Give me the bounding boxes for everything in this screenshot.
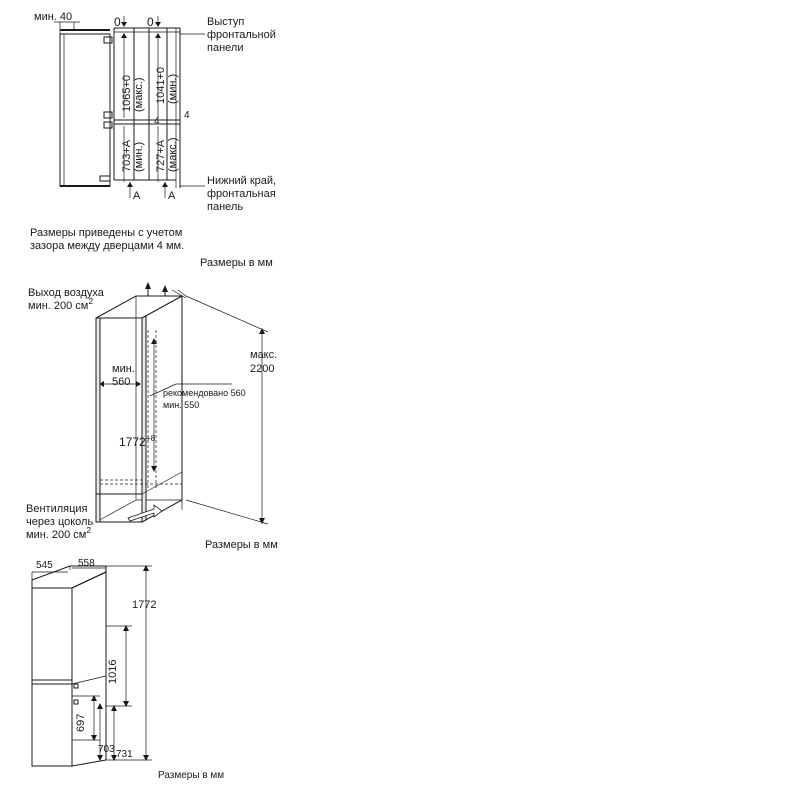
height-697-label: 697 <box>75 714 87 732</box>
max-2200-line2: 2200 <box>250 363 274 375</box>
min-560-line1: мин. <box>112 363 135 375</box>
note-line2: зазора между дверцами 4 мм. <box>30 240 184 252</box>
vent-line1: Вентиляция <box>26 503 88 515</box>
dim-1065-max-label: (макс.) <box>133 78 145 113</box>
dim-703-label: 703+A <box>121 139 133 172</box>
width-545-label: 545 <box>36 560 53 571</box>
dim-727-max-label: (макс.) <box>167 138 179 173</box>
height-1016-label: 1016 <box>107 660 119 684</box>
bottom-edge-line3: панель <box>207 201 243 213</box>
dim-703-min-label: (мин.) <box>133 142 145 172</box>
min-560-line2: 560 <box>112 376 130 388</box>
gap-4-outer-label: 4 <box>184 110 190 121</box>
projection-line1: Выступ <box>207 16 244 28</box>
min-40-label: мин. 40 <box>34 11 72 23</box>
a-left-label: A <box>133 190 141 202</box>
height-703-label: 703 <box>98 744 115 755</box>
projection-line2: фронтальной <box>207 29 276 41</box>
dim-1041-label: 1041+0 <box>155 67 167 104</box>
units-label-top: Размеры в мм <box>200 257 273 269</box>
bottom-edge-line2: фронтальная <box>207 188 276 200</box>
door-gap-diagram <box>54 16 205 198</box>
height-731-label: 731 <box>116 749 133 760</box>
vent-line2: через цоколь <box>26 516 93 528</box>
zero-left-label: 0 <box>114 15 121 29</box>
width-558-label: 558 <box>78 558 95 569</box>
zero-right-label: 0 <box>147 15 154 29</box>
dim-727-label: 727+A <box>155 139 167 172</box>
air-outlet-line1: Выход воздуха <box>28 287 105 299</box>
vent-line3: мин. 200 см2 <box>26 525 91 541</box>
units-label-bottom: Размеры в мм <box>158 770 224 781</box>
max-2200-line1: макс. <box>250 349 277 361</box>
dim-1041-min-label: (мин.) <box>167 74 179 104</box>
dim-1065-label: 1065+0 <box>121 75 133 112</box>
air-outlet-line2: мин. 200 см2 <box>28 296 93 312</box>
recommended-560-label: рекомендовано 560 <box>163 388 246 398</box>
height-1772-label: 1772+8 <box>119 433 156 449</box>
bottom-edge-line1: Нижний край, <box>207 175 276 187</box>
a-right-label: A <box>168 190 176 202</box>
min-550-label: мин. 550 <box>163 400 199 410</box>
height-1772-bottom-label: 1772 <box>132 599 156 611</box>
appliance-diagram <box>31 565 152 767</box>
gap-4-inner-label: 4 <box>154 116 160 127</box>
niche-diagram <box>95 282 269 525</box>
note-line1: Размеры приведены с учетом <box>30 227 182 239</box>
projection-line3: панели <box>207 42 243 54</box>
units-label-middle: Размеры в мм <box>205 539 278 551</box>
